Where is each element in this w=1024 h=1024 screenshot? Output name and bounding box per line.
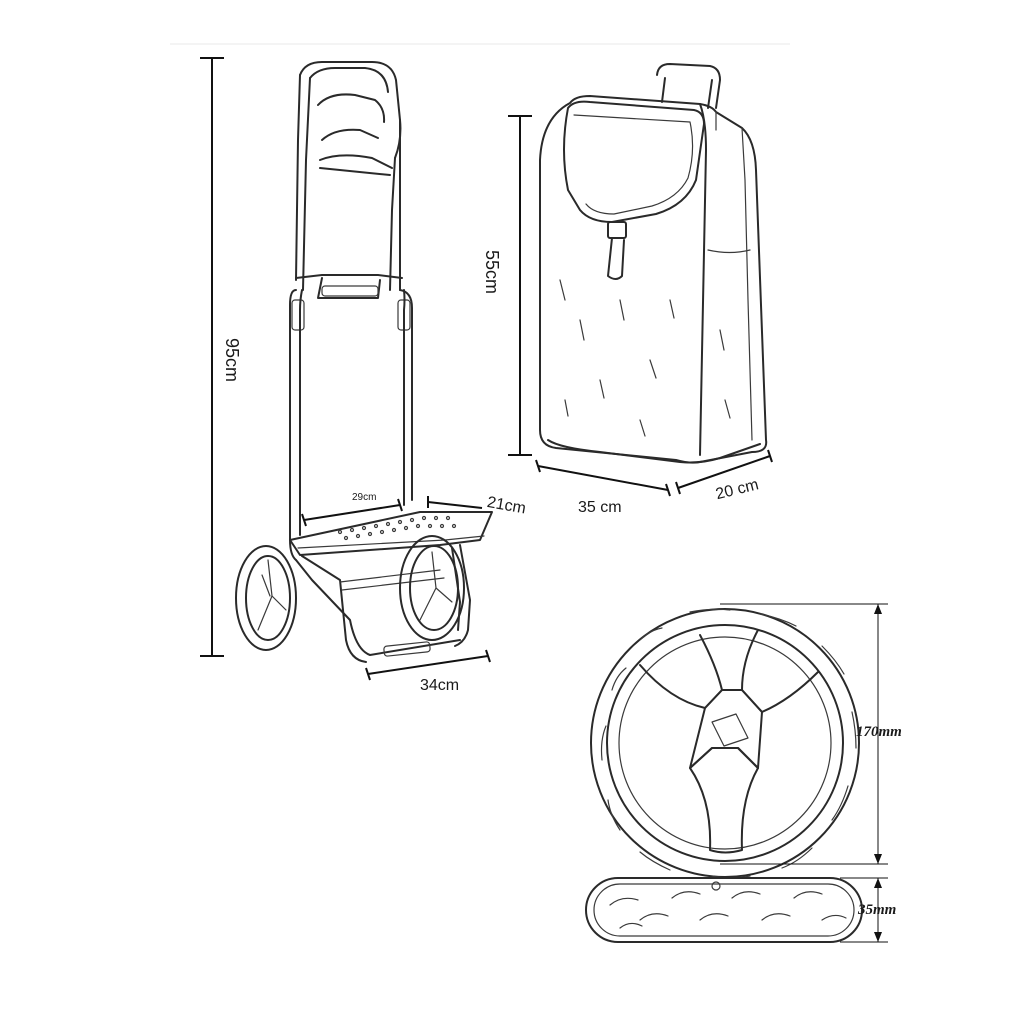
platform-holes [337, 515, 457, 541]
trolley-frame [235, 61, 493, 663]
trolley-wheel-right [399, 535, 465, 641]
bag-height-label: 55cm [482, 250, 502, 294]
shopping-bag [539, 63, 768, 464]
platform-width-label: 29cm [352, 492, 376, 503]
wheel-side-view [585, 877, 863, 943]
trolley-height-label: 95cm [222, 338, 242, 382]
dimension-lines [170, 43, 888, 943]
bag-depth-label: 20 cm [714, 476, 760, 503]
trolley-wheel-left [235, 545, 297, 651]
wheel-front-view [590, 608, 860, 879]
platform-depth-label: 21cm [486, 494, 527, 518]
wheel-width-label: 35mm [857, 902, 896, 918]
wheel-diameter-label: 170mm [856, 724, 902, 740]
base-width-label: 34cm [420, 677, 459, 694]
bag-width-label: 35 cm [578, 499, 622, 516]
